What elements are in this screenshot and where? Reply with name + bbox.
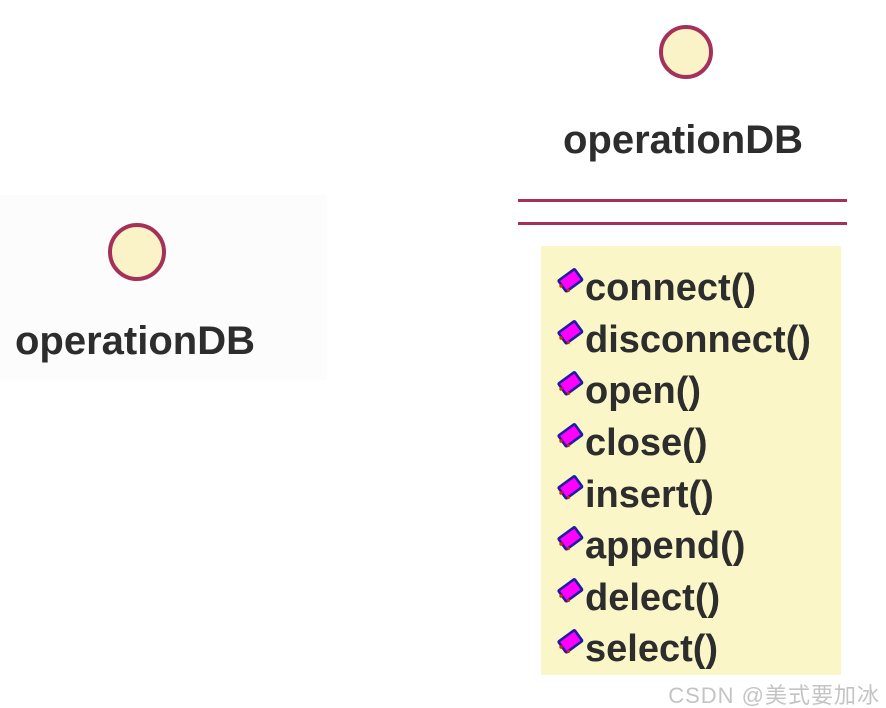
interface-name: operationDB <box>563 118 803 162</box>
operation-diamond-icon <box>556 577 584 604</box>
operation-diamond-icon <box>556 474 584 501</box>
lollipop-selection-panel <box>0 195 327 380</box>
method-row: insert() <box>556 469 841 521</box>
method-row: delect() <box>556 573 841 625</box>
operation-diamond-icon <box>556 628 584 655</box>
interface-circle-icon <box>108 223 166 281</box>
method-label: disconnect() <box>585 318 811 361</box>
method-label: delect() <box>585 576 721 619</box>
method-label: close() <box>585 422 708 465</box>
compartment-separator-line <box>518 222 847 225</box>
interface-name: operationDB <box>15 319 255 363</box>
method-row: open() <box>556 366 841 418</box>
operation-diamond-icon <box>556 267 584 294</box>
method-row: disconnect() <box>556 315 841 367</box>
method-label: insert() <box>585 473 714 516</box>
method-row: close() <box>556 418 841 470</box>
operation-diamond-icon <box>556 370 584 397</box>
operation-diamond-icon <box>556 319 584 346</box>
compartment-separator-line <box>518 199 847 202</box>
method-row: select() <box>556 624 841 676</box>
method-row: connect() <box>556 263 841 315</box>
operation-diamond-icon <box>556 525 584 552</box>
method-label: select() <box>585 628 719 671</box>
method-row: append() <box>556 521 841 573</box>
method-label: connect() <box>585 267 756 310</box>
operation-diamond-icon <box>556 422 584 449</box>
watermark-text: CSDN @美式要加冰 <box>668 683 880 708</box>
operations-compartment: connect() disconnect() open() close() in <box>541 246 841 675</box>
interface-circle-icon <box>659 25 713 79</box>
method-label: append() <box>585 525 746 568</box>
method-label: open() <box>585 370 702 413</box>
